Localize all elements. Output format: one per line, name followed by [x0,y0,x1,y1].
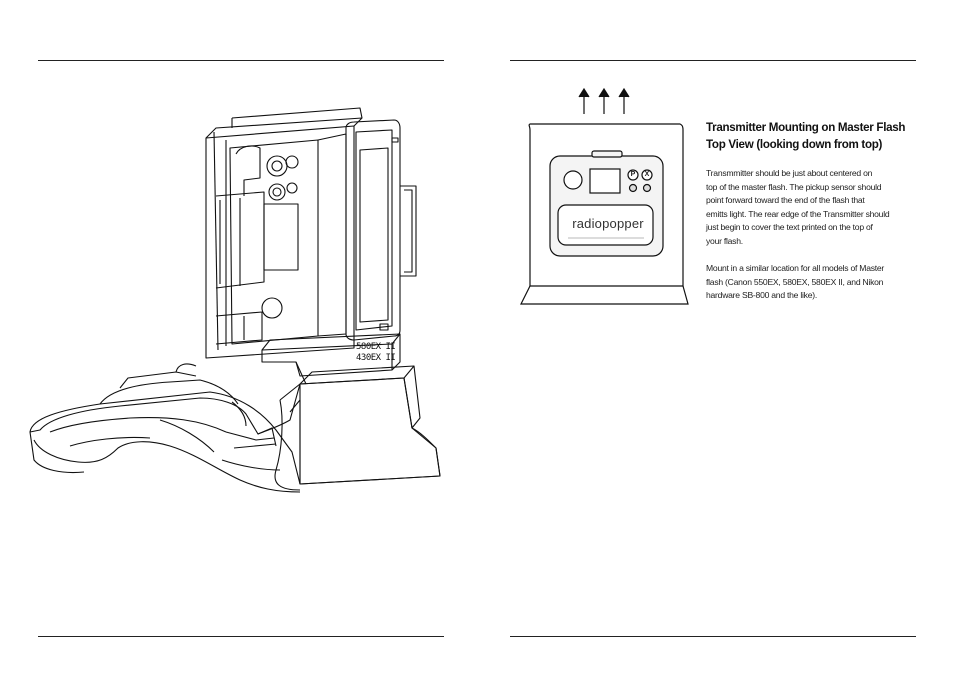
heading-line: Transmitter Mounting on Master Flash [706,121,906,134]
sensor-icon [563,170,583,190]
mount-label-430ex: 430EX II [356,353,396,363]
heading-line: Top View (looking down from top) [706,138,883,151]
paragraph-line: point forward toward the end of the flas… [706,195,865,205]
right-top-rule [510,60,916,61]
mount-label-580ex: 580EX II [356,342,396,352]
forward-arrows [578,87,630,114]
section-heading: Transmitter Mounting on Master Flash Top… [706,119,906,153]
paragraph-line: just begin to cover the text printed on … [706,222,873,232]
paragraph-line: emitts light. The rear edge of the Trans… [706,208,890,219]
paragraph-line: flash (Canon 550EX, 580EX, 580EX II, and… [706,276,884,287]
display-window [589,168,621,194]
mounting-paragraph: Transmmitter should be just about center… [706,167,906,248]
p-button-icon [627,169,639,181]
left-bottom-rule [38,636,444,637]
p-button-label: P [630,171,636,178]
paragraph-line: your flash. [706,235,743,246]
paragraph-line: top of the master flash. The pickup sens… [706,181,882,192]
brand-plate [557,204,654,246]
paragraph-line: Mount in a similar location for all mode… [706,263,885,273]
right-bottom-rule [510,636,916,637]
paragraph-line: Transmmitter should be just about center… [706,168,873,178]
left-top-rule [38,60,444,61]
led-left-icon [628,183,638,193]
x-button-icon [641,169,653,181]
brand-name: radiopopper [572,216,644,231]
paragraph-line: hardware SB-800 and the like). [706,290,817,300]
led-right-icon [642,183,652,193]
x-button-label: X [644,171,650,178]
models-paragraph: Mount in a similar location for all mode… [706,262,906,303]
